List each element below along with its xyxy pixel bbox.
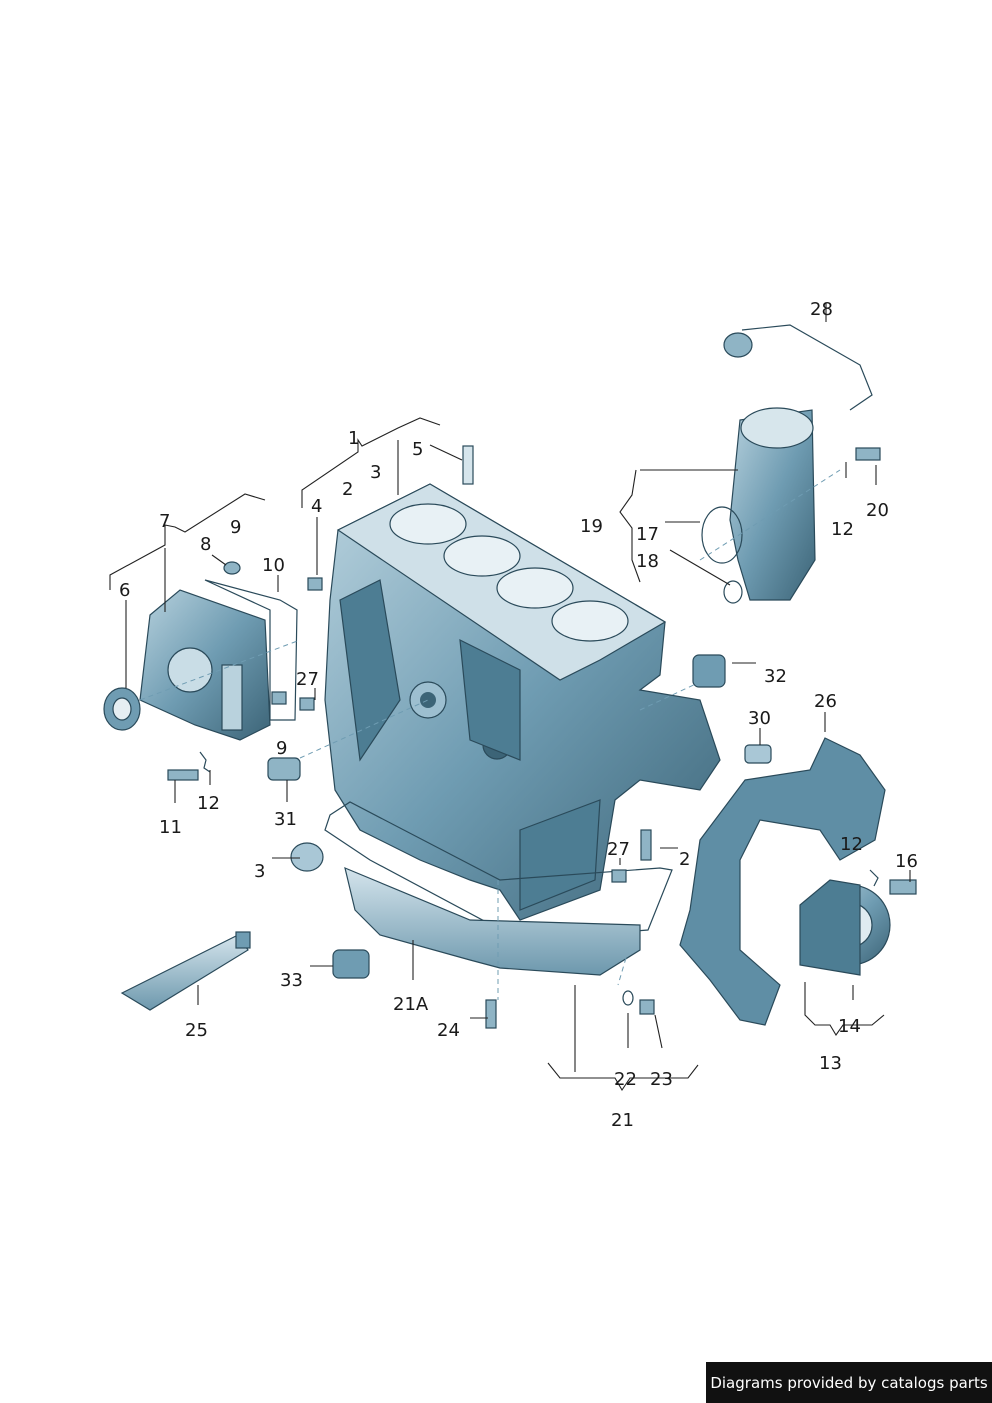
credit-banner: Diagrams provided by catalogs parts bbox=[706, 1362, 992, 1403]
part-labels: 1 2 3 4 5 6 7 8 9 10 27 9 11 12 31 3 28 … bbox=[119, 299, 918, 1131]
front-cover bbox=[103, 445, 474, 781]
label-8: 8 bbox=[200, 534, 211, 555]
label-3-lower: 3 bbox=[254, 861, 265, 882]
label-6: 6 bbox=[119, 580, 130, 601]
label-4: 4 bbox=[311, 496, 322, 517]
label-3: 3 bbox=[370, 462, 381, 483]
label-14: 14 bbox=[838, 1016, 861, 1037]
label-18: 18 bbox=[636, 551, 659, 572]
label-17: 17 bbox=[636, 524, 659, 545]
breather-housing bbox=[692, 324, 881, 764]
label-26: 26 bbox=[814, 691, 837, 712]
sealant-tube bbox=[120, 931, 251, 1011]
label-12-rear: 12 bbox=[840, 834, 863, 855]
label-22: 22 bbox=[614, 1069, 637, 1090]
label-21A: 21A bbox=[393, 994, 429, 1015]
label-9: 9 bbox=[230, 517, 241, 538]
label-27: 27 bbox=[296, 669, 319, 690]
label-27-lower: 27 bbox=[607, 839, 630, 860]
rear-gasket bbox=[679, 737, 917, 1026]
cylinder-block bbox=[324, 483, 721, 921]
label-5: 5 bbox=[412, 439, 423, 460]
label-20: 20 bbox=[866, 500, 889, 521]
alignment-lines bbox=[139, 469, 841, 1000]
label-7: 7 bbox=[159, 511, 170, 532]
label-2-lower: 2 bbox=[679, 849, 690, 870]
label-12: 12 bbox=[197, 793, 220, 814]
label-33: 33 bbox=[280, 970, 303, 991]
label-21: 21 bbox=[611, 1110, 634, 1131]
label-25: 25 bbox=[185, 1020, 208, 1041]
label-2: 2 bbox=[342, 479, 353, 500]
label-30: 30 bbox=[748, 708, 771, 729]
leader-lines bbox=[109, 303, 911, 1092]
label-12-right: 12 bbox=[831, 519, 854, 540]
label-9-lower: 9 bbox=[276, 738, 287, 759]
label-1: 1 bbox=[348, 428, 359, 449]
label-31: 31 bbox=[274, 809, 297, 830]
label-24: 24 bbox=[437, 1020, 460, 1041]
label-16: 16 bbox=[895, 851, 918, 872]
label-10: 10 bbox=[262, 555, 285, 576]
label-28: 28 bbox=[810, 299, 833, 320]
label-13: 13 bbox=[819, 1053, 842, 1074]
label-19: 19 bbox=[580, 516, 603, 537]
label-11: 11 bbox=[159, 817, 182, 838]
label-23: 23 bbox=[650, 1069, 673, 1090]
label-32: 32 bbox=[764, 666, 787, 687]
oil-pan bbox=[290, 801, 673, 1029]
